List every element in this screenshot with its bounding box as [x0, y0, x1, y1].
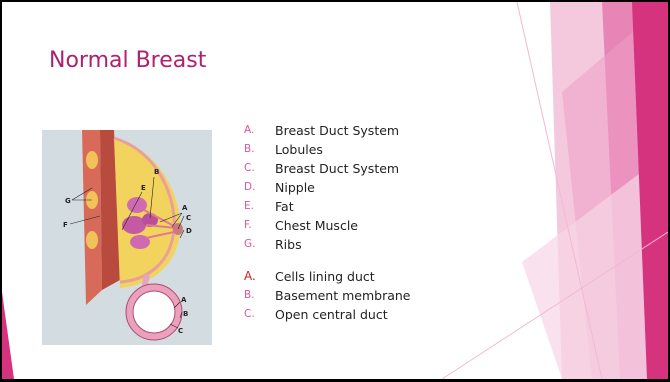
list-marker: C.: [244, 305, 255, 324]
list-marker: C.: [244, 159, 255, 178]
list-item-text: Open central duct: [275, 305, 388, 324]
slide-title: Normal Breast: [49, 48, 206, 73]
inset-label-b: B: [183, 310, 188, 318]
inset-label-c: C: [178, 327, 183, 335]
figure-label-f: F: [63, 221, 68, 229]
list-marker: D.: [244, 178, 255, 197]
figure-label-b: B: [154, 168, 159, 176]
list-item-text: Ribs: [275, 235, 302, 254]
list-marker: A.: [244, 267, 256, 286]
figure-label-c: C: [186, 214, 191, 222]
list-item-text: Nipple: [275, 178, 315, 197]
list-item-text: Cells lining duct: [275, 267, 375, 286]
list-marker: E.: [244, 197, 254, 216]
list-item-text: Breast Duct System: [275, 159, 399, 178]
list-marker: B.: [244, 140, 255, 159]
inset-label-a: A: [181, 296, 187, 304]
list-marker: F.: [244, 216, 252, 235]
list-item-text: Breast Duct System: [275, 121, 399, 140]
breast-anatomy-figure: E B A C D G F A B C: [42, 130, 212, 345]
list-item-text: Fat: [275, 197, 294, 216]
list-marker: G.: [244, 235, 255, 254]
list-item-text: Chest Muscle: [275, 216, 358, 235]
breast-anatomy-illustration: E B A C D G F A B C: [42, 130, 212, 345]
figure-label-g: G: [65, 197, 71, 205]
figure-label-e: E: [141, 184, 146, 192]
list-marker: A.: [244, 121, 254, 140]
list-marker: B.: [244, 286, 255, 305]
figure-label-a: A: [182, 204, 188, 212]
list-item-text: Lobules: [275, 140, 323, 159]
list-item-text: Basement membrane: [275, 286, 411, 305]
figure-label-d: D: [186, 227, 192, 235]
